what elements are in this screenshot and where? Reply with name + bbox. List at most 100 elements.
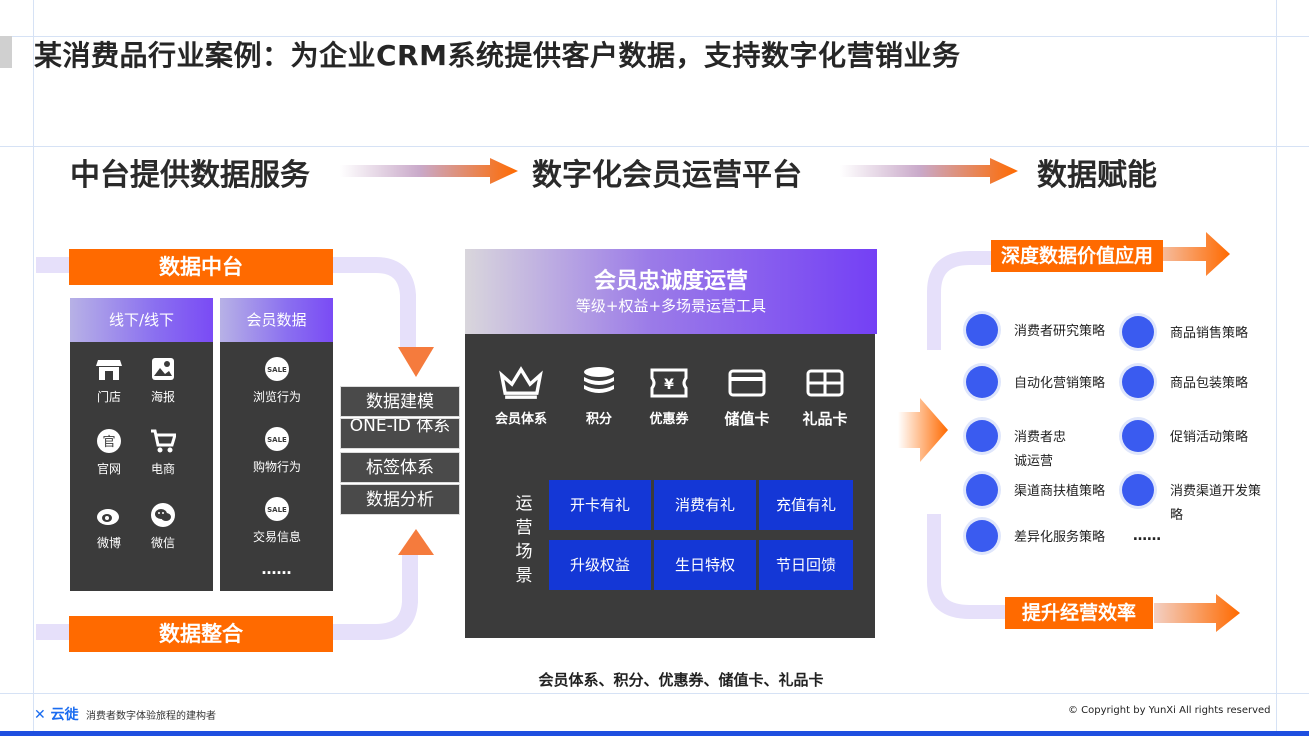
stage-member-platform: 数字化会员运营平台 <box>532 158 802 193</box>
image-icon <box>1122 366 1154 398</box>
member-data-label: 购物行为 <box>252 460 301 474</box>
sale-tag-icon: SALE <box>265 357 289 381</box>
guide-line <box>0 36 1309 37</box>
user-icon <box>966 420 998 452</box>
strategy-automated-marketing: 自动化营销策略 <box>966 366 1116 400</box>
wechat-icon <box>151 503 175 527</box>
scene-consume: 消费有礼 <box>654 480 756 530</box>
channel-store: 门店 <box>82 356 136 405</box>
platform-caption: 会员体系、积分、优惠券、储值卡、礼品卡 <box>538 671 824 689</box>
footer-brand: ✕ 云徙 <box>34 704 79 724</box>
scene-holiday: 节日回馈 <box>759 540 853 590</box>
image-icon <box>1122 474 1154 506</box>
card-icon <box>728 369 766 397</box>
store-icon <box>96 360 122 380</box>
member-transaction: SALE 交易信息 <box>237 496 317 545</box>
website-icon: 官 <box>97 429 121 453</box>
member-data-label: 交易信息 <box>252 530 301 544</box>
gift-card-icon <box>806 369 844 397</box>
platform-subtitle: 等级+权益+多场景运营工具 <box>575 297 767 315</box>
channel-column-header: 线下/线下 <box>70 298 213 342</box>
platform-panel: 会员体系 积分 ¥ 优惠券 储值卡 礼品卡 运营场景 开卡有礼 消费有礼 充值有… <box>465 334 875 638</box>
tag-system-box: 标签体系 <box>340 452 460 483</box>
feature-label: 会员体系 <box>494 412 547 427</box>
channel-label: 官网 <box>96 462 121 476</box>
footer-slogan: 消费者数字体验旅程的建构者 <box>86 711 216 722</box>
data-integration-label: 数据整合 <box>69 616 333 652</box>
scene-open-card: 开卡有礼 <box>549 480 651 530</box>
channel-weibo: 微博 <box>82 502 136 551</box>
guide-line <box>0 146 1309 147</box>
deep-data-value-label: 深度数据价值应用 <box>991 240 1163 272</box>
strategy-more: …… <box>1133 528 1161 544</box>
member-browse: SALE 浏览行为 <box>237 356 317 405</box>
channel-label: 海报 <box>150 390 175 404</box>
cart-icon <box>151 429 176 453</box>
feature-label: 积分 <box>585 412 612 427</box>
strategy-differentiated-service: 差异化服务策略 <box>966 520 1116 554</box>
channel-ecommerce: 电商 <box>136 428 190 477</box>
page-title: 某消费品行业案例：为企业CRM系统提供客户数据，支持数字化营销业务 <box>34 39 961 72</box>
platform-header: 会员忠诚度运营 等级+权益+多场景运营工具 <box>465 249 877 334</box>
feature-gift-card: 礼品卡 <box>795 366 855 429</box>
scene-birthday: 生日特权 <box>654 540 756 590</box>
tag-icon <box>1122 420 1154 452</box>
svg-text:¥: ¥ <box>664 377 674 393</box>
brand-name: 云徙 <box>50 707 79 723</box>
brand-logo-icon: ✕ <box>34 707 46 723</box>
feature-membership: 会员体系 <box>491 366 551 427</box>
guide-line <box>0 693 1309 694</box>
chart-icon <box>966 366 998 398</box>
crown-icon <box>499 366 543 399</box>
strategy-promotion: 促销活动策略 <box>1122 420 1272 454</box>
bottom-bar <box>0 731 1309 736</box>
member-data-panel: SALE 浏览行为 SALE 购物行为 SALE 交易信息 …… <box>220 342 333 591</box>
feature-coupon: ¥ 优惠券 <box>639 366 699 427</box>
flow-arrow-icon <box>840 158 1018 184</box>
flow-arrow-icon <box>340 158 518 184</box>
footer-copyright: © Copyright by YunXi All rights reserved <box>1068 705 1271 716</box>
strategy-consumer-loyalty: 消费者忠诚运营 <box>966 420 1076 470</box>
strategy-channel-development: 消费渠道开发策略 <box>1122 474 1272 526</box>
one-id-box: ONE-ID 体系 <box>340 418 460 449</box>
bar-chart-icon <box>1122 316 1154 348</box>
efficiency-label: 提升经营效率 <box>1005 597 1153 629</box>
stage-data-empower: 数据赋能 <box>1037 158 1157 193</box>
feature-stored-value-card: 储值卡 <box>717 366 777 429</box>
strategy-product-packaging: 商品包装策略 <box>1122 366 1272 400</box>
feature-label: 储值卡 <box>724 410 770 428</box>
guide-line <box>1276 0 1277 736</box>
arrow-right-icon <box>898 398 948 462</box>
data-middle-platform-label: 数据中台 <box>69 249 333 285</box>
scene-label: 运营场景 <box>515 494 533 586</box>
member-shopping: SALE 购物行为 <box>237 426 317 475</box>
member-data-column-header: 会员数据 <box>220 298 333 342</box>
title-marker <box>0 36 12 68</box>
strategy-consumer-research: 消费者研究策略 <box>966 314 1116 348</box>
channel-label: 门店 <box>96 390 121 404</box>
channel-wechat: 微信 <box>136 502 190 551</box>
data-analysis-box: 数据分析 <box>340 484 460 515</box>
guide-line <box>33 0 34 736</box>
member-data-more: …… <box>261 560 292 578</box>
left-connector <box>36 257 434 640</box>
tag-icon <box>966 474 998 506</box>
chat-icon <box>966 314 998 346</box>
stage-data-service: 中台提供数据服务 <box>70 158 310 193</box>
right-connector <box>927 232 1240 632</box>
strategy-channel-support: 渠道商扶植策略 <box>966 474 1116 508</box>
svg-text:SALE: SALE <box>267 366 287 374</box>
scene-upgrade: 升级权益 <box>549 540 651 590</box>
coins-icon <box>584 367 614 393</box>
feature-label: 礼品卡 <box>802 410 848 428</box>
strategy-product-sales: 商品销售策略 <box>1122 316 1272 350</box>
channel-website: 官 官网 <box>82 428 136 477</box>
channel-label: 微博 <box>96 536 121 550</box>
svg-text:SALE: SALE <box>267 506 287 514</box>
svg-text:官: 官 <box>102 434 115 450</box>
platform-title: 会员忠诚度运营 <box>593 269 748 294</box>
sale-tag-icon: SALE <box>265 497 289 521</box>
channel-poster: 海报 <box>136 356 190 405</box>
feature-label: 优惠券 <box>649 412 689 427</box>
poster-icon <box>152 358 174 380</box>
